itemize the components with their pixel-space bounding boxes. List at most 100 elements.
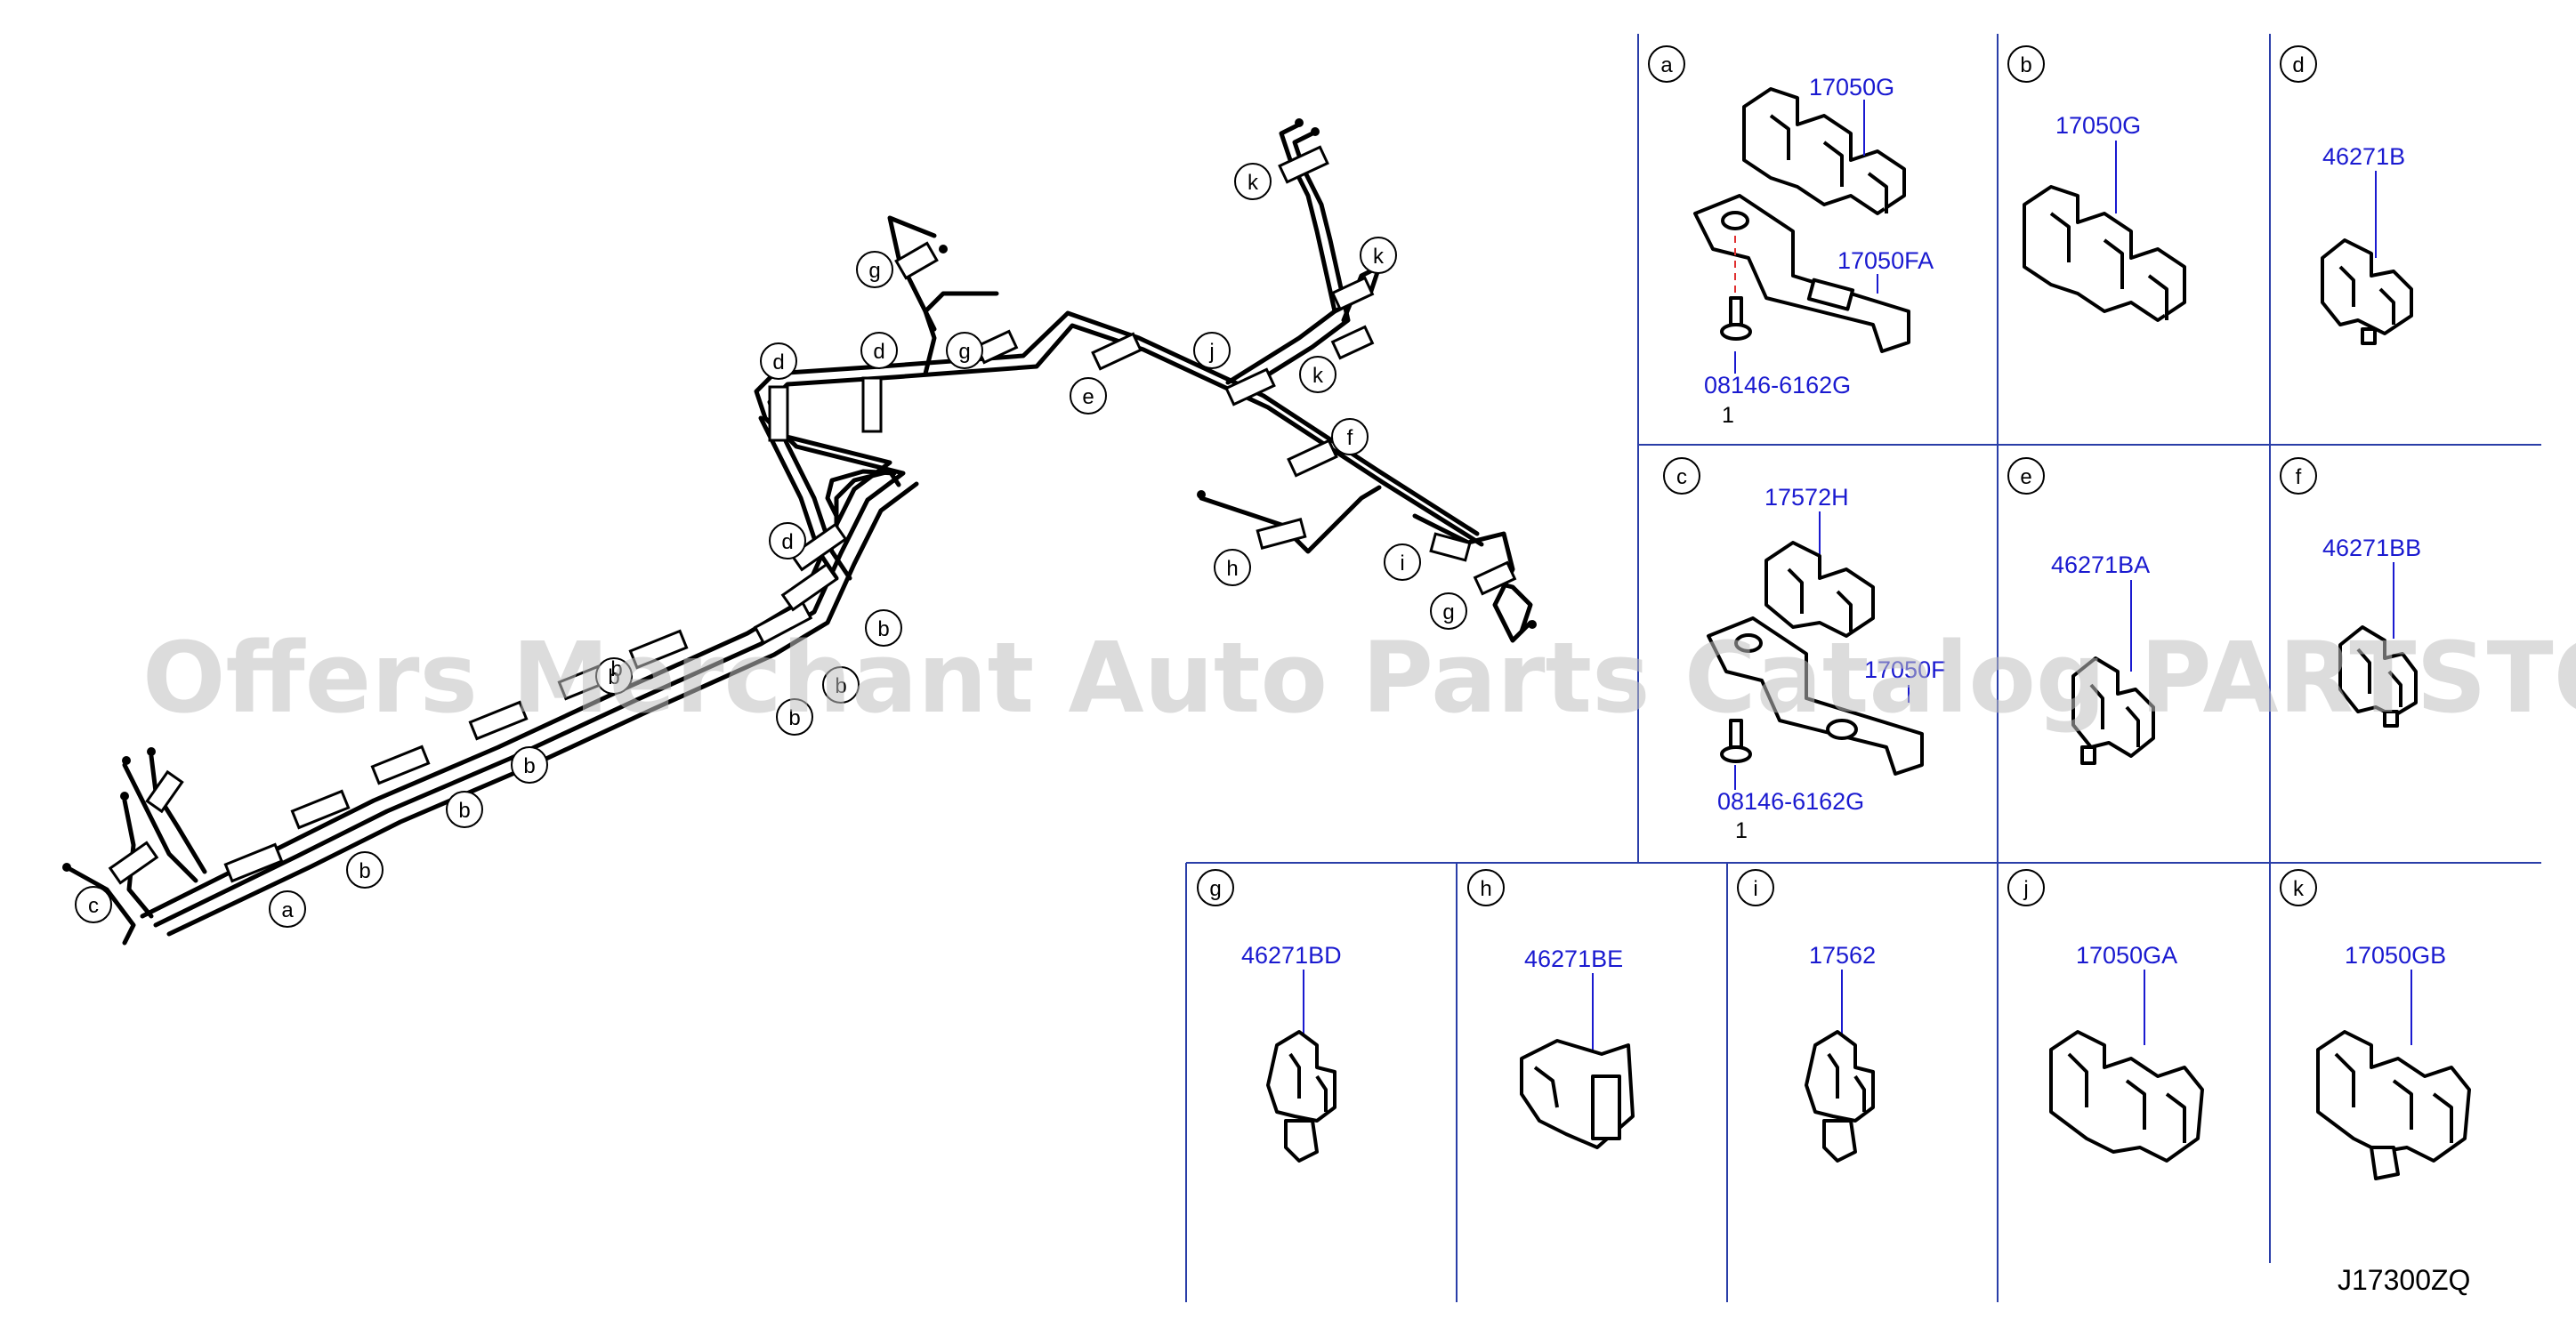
bolt-08146-6162G xyxy=(1720,296,1752,341)
svg-text:h: h xyxy=(1480,877,1491,901)
clip-17572H xyxy=(1764,541,1875,638)
pipe-clips xyxy=(108,145,1517,885)
callout-g: g xyxy=(1430,592,1467,630)
svg-text:h: h xyxy=(1226,557,1238,581)
clip-17050GA xyxy=(2049,1030,2204,1163)
panel-j: j 17050GA xyxy=(2007,869,2204,1163)
panel-d: d 46271B xyxy=(2280,45,2413,345)
svg-text:g: g xyxy=(1209,877,1221,901)
svg-text:i: i xyxy=(1753,877,1757,901)
clip-17562 xyxy=(1805,1030,1875,1163)
quantity: 1 xyxy=(1722,403,1734,428)
svg-text:f: f xyxy=(2296,465,2302,489)
svg-text:c: c xyxy=(88,894,99,918)
brake-pipe-assembly xyxy=(62,118,1537,946)
svg-text:f: f xyxy=(1347,426,1353,450)
svg-text:b: b xyxy=(835,674,846,698)
svg-text:j: j xyxy=(1208,340,1214,364)
callout-b: b xyxy=(865,609,902,647)
part-number: 08146-6162G xyxy=(1717,788,1864,815)
callout-d: d xyxy=(769,522,806,559)
callout-b: b xyxy=(822,666,860,704)
bracket-17050F xyxy=(1707,616,1924,776)
part-number: 17050GA xyxy=(2076,942,2177,969)
callout-b: b xyxy=(346,851,384,889)
bracket-17050FA xyxy=(1693,194,1910,353)
svg-text:b: b xyxy=(608,665,619,689)
callout-k: k xyxy=(1234,163,1272,200)
svg-text:d: d xyxy=(873,340,884,364)
callout-a: a xyxy=(269,890,306,928)
clip-46271BD xyxy=(1266,1030,1336,1163)
panel-f: f 46271BB xyxy=(2280,457,2421,728)
svg-text:k: k xyxy=(1373,245,1385,269)
panel-i: i 17562 xyxy=(1737,869,1876,1163)
part-number: 46271BE xyxy=(1524,946,1623,972)
svg-text:d: d xyxy=(2292,53,2304,77)
svg-text:e: e xyxy=(2020,465,2031,489)
callout-f: f xyxy=(1331,418,1369,455)
callout-b: b xyxy=(511,746,548,784)
part-number: 46271BB xyxy=(2322,535,2421,561)
panel-g: g 46271BD xyxy=(1197,869,1342,1163)
callout-h: h xyxy=(1214,549,1251,586)
callout-b: b xyxy=(776,698,813,736)
callout-e: e xyxy=(1070,377,1107,415)
panel-k: k 17050GB xyxy=(2280,869,2471,1180)
callout-j: j xyxy=(1193,332,1231,369)
svg-text:d: d xyxy=(781,530,793,554)
part-number: 46271BD xyxy=(1241,942,1342,969)
part-number: 17050G xyxy=(2055,112,2141,139)
watermark-text: Offers Merchant Auto Parts Catalog PARTS… xyxy=(142,621,2576,735)
clip-17050GB xyxy=(2316,1030,2471,1180)
svg-text:b: b xyxy=(610,657,622,681)
svg-text:b: b xyxy=(458,799,470,823)
svg-text:g: g xyxy=(958,340,970,364)
svg-text:e: e xyxy=(1082,385,1094,409)
panel-a: a 17050G 17050FA 08146-6162G 1 xyxy=(1648,45,1934,428)
svg-text:j: j xyxy=(2023,877,2028,901)
part-number: 46271B xyxy=(2322,143,2405,170)
clip-17050G xyxy=(2023,185,2186,322)
part-number: 17050FA xyxy=(1837,247,1934,274)
svg-text:b: b xyxy=(877,617,889,641)
panel-c: c 17572H 17050F 08146-6162G 1 xyxy=(1663,457,1946,843)
clip-17050G xyxy=(1742,87,1906,215)
callout-d: d xyxy=(760,342,797,380)
callout-g: g xyxy=(946,332,983,369)
part-number: 17572H xyxy=(1764,484,1849,511)
svg-text:c: c xyxy=(1676,465,1687,489)
quantity: 1 xyxy=(1735,818,1748,843)
part-number: 17050G xyxy=(1809,74,1894,101)
bolt-08146-6162G xyxy=(1720,719,1752,763)
panel-e: e 46271BA xyxy=(2007,457,2155,765)
callout-d: d xyxy=(860,332,898,369)
svg-text:a: a xyxy=(1660,53,1673,77)
svg-text:d: d xyxy=(772,350,784,374)
callout-k: k xyxy=(1360,237,1397,274)
callout-g: g xyxy=(856,251,893,288)
clip-46271BE xyxy=(1520,1039,1635,1149)
clip-46271B xyxy=(2321,238,2413,345)
panel-b: b 17050G xyxy=(2007,45,2186,322)
svg-text:b: b xyxy=(788,706,800,730)
callout-b: b xyxy=(446,791,483,828)
part-number: 17050GB xyxy=(2345,942,2446,969)
callout-k: k xyxy=(1299,356,1336,393)
svg-text:k: k xyxy=(1312,364,1324,388)
clip-46271BB xyxy=(2338,625,2418,728)
diagram-code: J17300ZQ xyxy=(2338,1264,2470,1296)
clip-46271BA xyxy=(2071,656,2155,765)
callout-b: b xyxy=(610,657,622,681)
svg-text:i: i xyxy=(1400,551,1404,575)
svg-text:k: k xyxy=(1248,171,1259,195)
part-number: 17562 xyxy=(1809,942,1876,969)
callout-b: b xyxy=(595,657,633,695)
svg-text:b: b xyxy=(2020,53,2031,77)
svg-text:g: g xyxy=(1442,600,1454,624)
panel-grid xyxy=(1185,34,2541,1302)
svg-text:k: k xyxy=(2293,877,2305,901)
svg-text:a: a xyxy=(281,898,294,922)
callout-c: c xyxy=(75,886,112,923)
